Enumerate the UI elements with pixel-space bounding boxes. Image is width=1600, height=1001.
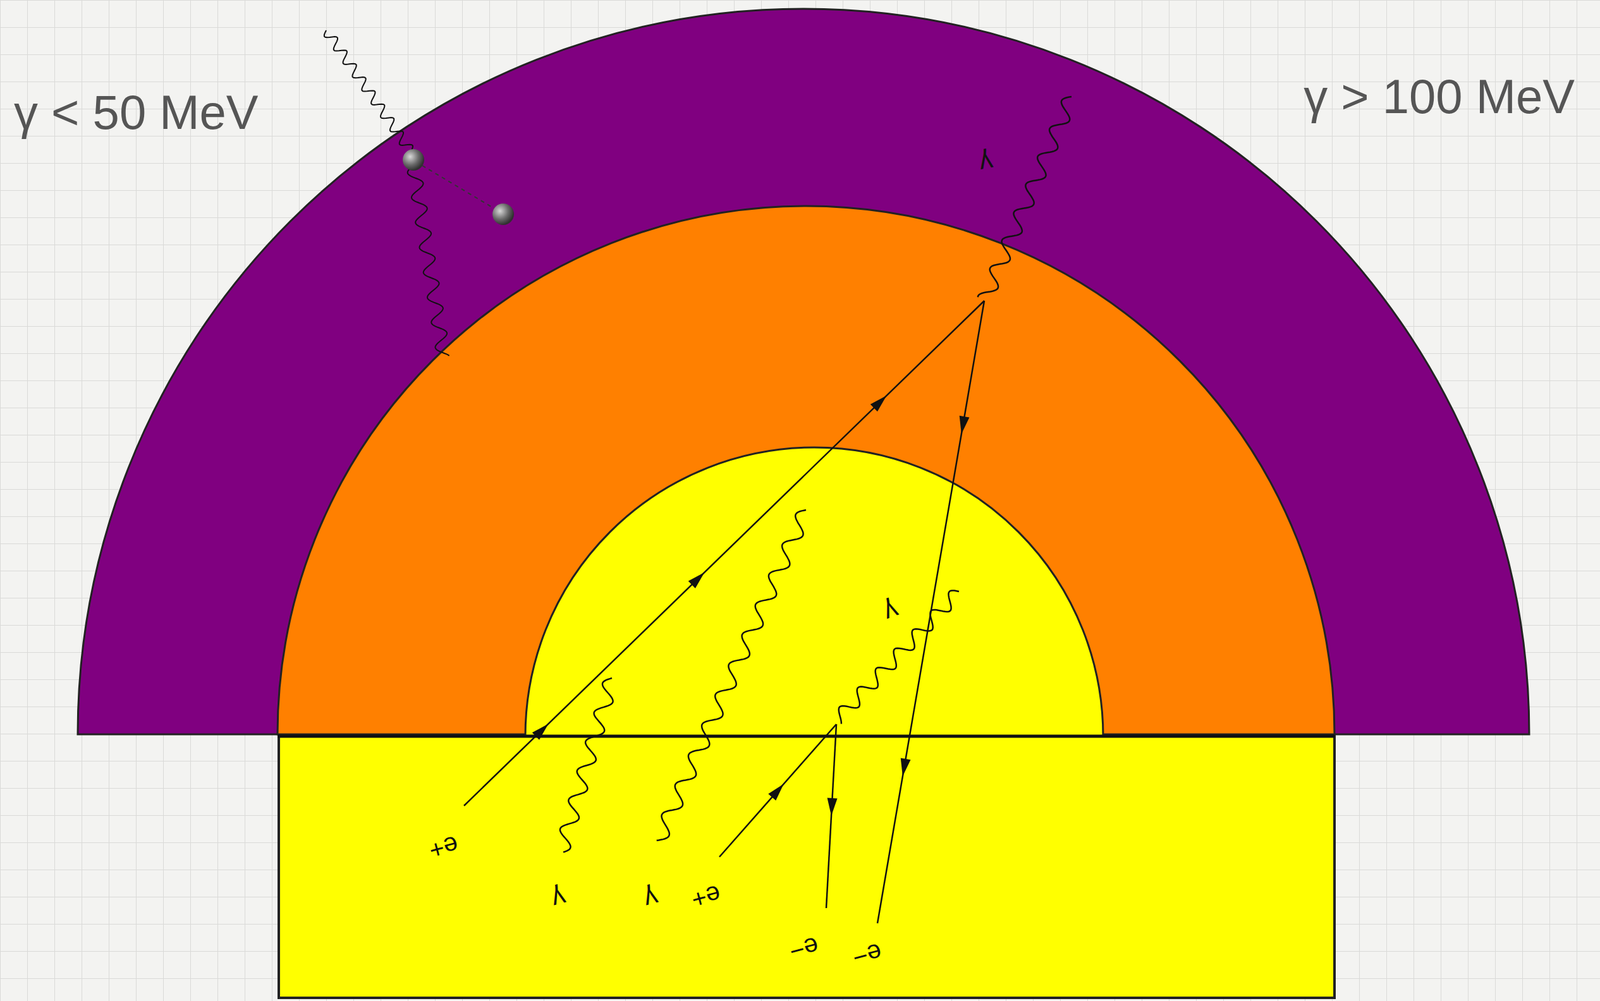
photon-wave xyxy=(324,30,413,158)
base-block xyxy=(278,736,1335,999)
dashed-path xyxy=(422,165,495,209)
photon-wave xyxy=(656,510,807,841)
layer-boundary xyxy=(277,735,1335,739)
energy-label: γ < 50 MeV xyxy=(13,88,259,137)
photon-wave xyxy=(977,96,1072,298)
arrow-head xyxy=(532,723,549,740)
particle-label: e+ xyxy=(426,832,461,865)
arrow-head xyxy=(827,798,838,817)
arrow-head xyxy=(688,572,705,589)
arrow-head xyxy=(768,783,784,801)
photon-wave xyxy=(838,590,959,724)
inner-layer xyxy=(525,447,1104,737)
arrow-head xyxy=(900,758,911,777)
particle-tracks xyxy=(324,30,1072,924)
photon-wave xyxy=(560,678,614,853)
arrow-head xyxy=(959,415,970,435)
electron-ball xyxy=(492,203,514,226)
photon-wave xyxy=(407,165,450,356)
particle-track xyxy=(719,724,837,858)
energy-label: γ > 100 MeV xyxy=(1303,72,1575,121)
particle-label: e− xyxy=(787,933,822,966)
particle-track xyxy=(826,724,837,909)
particle-label: e+ xyxy=(689,881,724,914)
particle-label: e− xyxy=(850,940,885,972)
electron-ball xyxy=(402,149,425,171)
arrow-head xyxy=(870,395,887,412)
particle-track xyxy=(464,300,985,807)
